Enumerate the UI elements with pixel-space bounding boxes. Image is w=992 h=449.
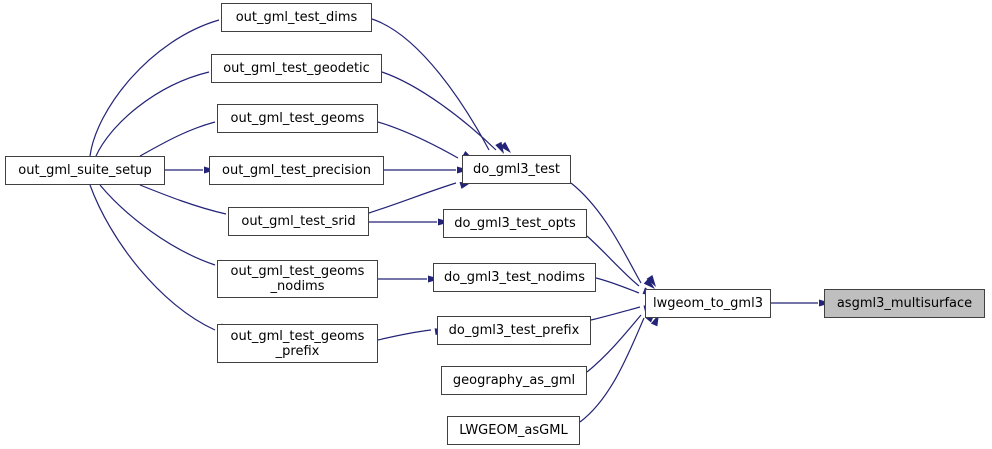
node-out_gml_test_srid[interactable]: out_gml_test_srid [228, 207, 369, 236]
node-do_gml3_test_nodims[interactable]: do_gml3_test_nodims [433, 263, 596, 292]
node-LWGEOM_asGML[interactable]: LWGEOM_asGML [447, 416, 580, 445]
node-out_gml_test_geoms[interactable]: out_gml_test_geoms [217, 104, 378, 133]
edge-suite-to-geoms-prefix [89, 184, 216, 331]
node-geography_as_gml[interactable]: geography_as_gml [441, 366, 587, 395]
edge-doprefix-to-lwgeom [590, 306, 641, 321]
edge-dims-to-test-arrowhead [495, 141, 504, 154]
edge-geodetic-to-test-arrowhead [500, 141, 511, 153]
edge-test-to-lwgeom [570, 182, 642, 284]
edge-geoms-to-test [377, 121, 459, 159]
edge-lwgeomasgml-to-lwgeom [579, 317, 645, 423]
node-out_gml_suite_setup[interactable]: out_gml_suite_setup [5, 156, 165, 185]
node-do_gml3_test[interactable]: do_gml3_test [462, 155, 571, 184]
edge-geodetic-to-test [381, 71, 497, 151]
edge-dims-to-test [371, 18, 490, 151]
node-out_gml_test_geodetic[interactable]: out_gml_test_geodetic [211, 54, 382, 83]
node-out_gml_test_geoms_prefix[interactable]: out_gml_test_geoms _prefix [217, 324, 378, 363]
node-out_gml_test_precision[interactable]: out_gml_test_precision [209, 156, 384, 185]
node-do_gml3_test_prefix[interactable]: do_gml3_test_prefix [437, 316, 591, 345]
edge-nodims-to-lwgeom [595, 277, 640, 294]
edge-opts-to-lwgeom [586, 235, 640, 287]
node-out_gml_test_dims[interactable]: out_gml_test_dims [221, 3, 372, 32]
edge-suite-to-geoms [139, 121, 216, 157]
node-do_gml3_test_opts[interactable]: do_gml3_test_opts [443, 209, 587, 238]
edge-geography-to-lwgeom [586, 314, 642, 373]
edge-prefix-to-doprefix [377, 329, 432, 341]
edge-suite-to-geoms-nodims [99, 184, 216, 266]
edge-suite-to-srid [139, 184, 227, 215]
node-lwgeom_to_gml3[interactable]: lwgeom_to_gml3 [645, 289, 771, 318]
edge-suite-to-geodetic [95, 71, 210, 157]
node-asgml3_multisurface[interactable]: asgml3_multisurface [824, 289, 985, 318]
edge-opts-to-lwgeom-arrowhead [643, 278, 655, 289]
edge-suite-to-dims [89, 19, 220, 157]
edge-srid-to-test [368, 182, 457, 214]
node-out_gml_test_geoms_nodims[interactable]: out_gml_test_geoms _nodims [217, 260, 378, 298]
edge-test-to-lwgeom-arrowhead [646, 275, 656, 287]
